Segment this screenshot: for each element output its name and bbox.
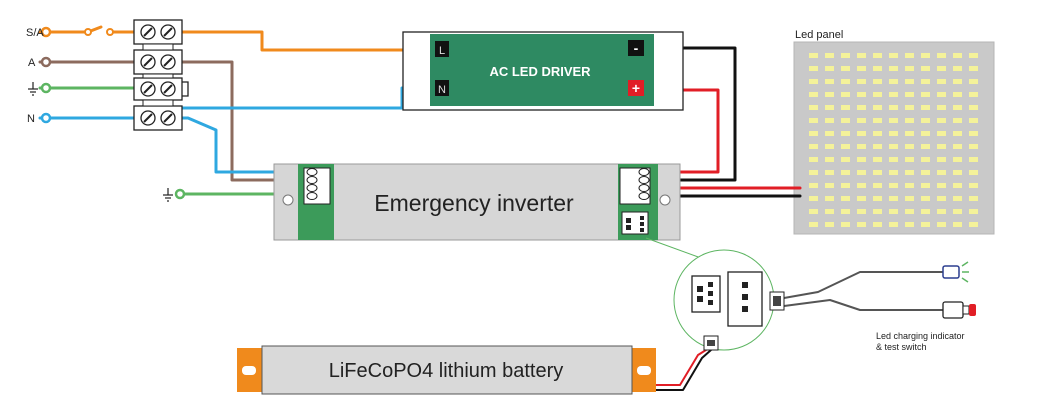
emergency-inverter (273, 163, 681, 241)
driver-pos-pin: + (632, 80, 640, 96)
driver-n-pin: N (438, 84, 446, 96)
led-panel-label: Led panel (795, 29, 843, 41)
live-wire (178, 60, 306, 182)
led-panel (793, 41, 995, 235)
earth-icon-inverter (163, 188, 173, 202)
switch-contact-right (106, 28, 114, 36)
ac-led-driver (402, 31, 684, 111)
n-label: N (27, 113, 35, 125)
battery (237, 345, 656, 395)
indicator-wire-2 (783, 299, 946, 311)
indicator-connector (769, 291, 785, 311)
battery-title: LiFeCoPO4 lithium battery (329, 360, 564, 382)
connector-detail (645, 237, 775, 351)
test-switch-icon (942, 301, 976, 319)
neutral-driver-wire (178, 86, 434, 110)
driver-neg-pin: - (634, 40, 639, 56)
indicator-wire-1 (783, 271, 946, 299)
inverter-title: Emergency inverter (374, 190, 574, 216)
driver-title: AC LED DRIVER (489, 64, 591, 79)
indicator-label-line2: & test switch (876, 342, 927, 352)
terminal-block (133, 19, 189, 131)
sa-label: S/A (26, 27, 44, 39)
switched-live-wire (178, 30, 434, 52)
input-terminals (40, 26, 186, 200)
switch-contact-left (84, 28, 92, 36)
neutral-wire (178, 116, 306, 174)
a-label: A (28, 57, 36, 69)
earth-icon (28, 82, 38, 96)
led-indicator-icon (942, 261, 969, 283)
battery-negative-wire (631, 349, 712, 391)
driver-positive-wire (648, 88, 720, 174)
driver-l-pin: L (439, 45, 445, 57)
indicator-label-line1: Led charging indicator (876, 331, 965, 341)
driver-negative-wire (648, 46, 737, 182)
